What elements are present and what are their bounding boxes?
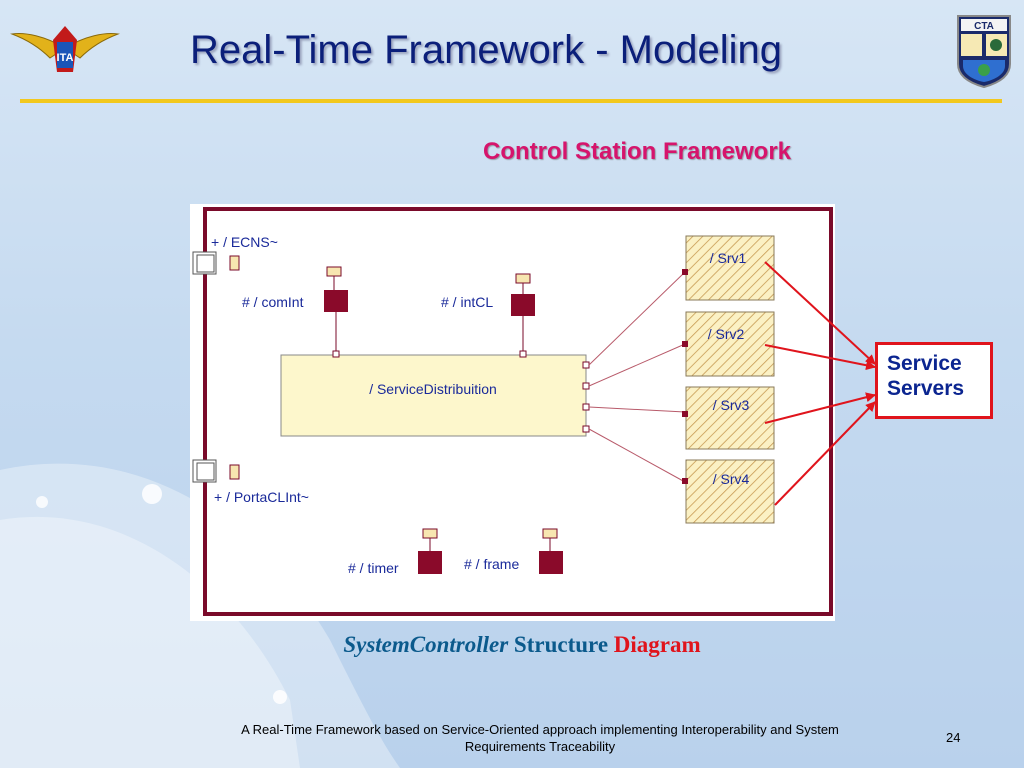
- caption-diagram: Diagram: [613, 632, 701, 657]
- capsule-frame: [203, 207, 833, 616]
- callout-line-2: Servers: [887, 377, 965, 400]
- port-ecns: + / ECNS~: [192, 234, 278, 275]
- port-frame: # / frame: [464, 528, 563, 574]
- port-timer: # / timer: [348, 528, 442, 576]
- port-ecns-label: + / ECNS~: [211, 234, 278, 250]
- server-srv4: / Srv4: [682, 459, 775, 524]
- svg-text:CTA: CTA: [974, 21, 994, 32]
- port-frame-label: # / frame: [464, 556, 519, 572]
- callout-line-1: Service: [887, 352, 962, 375]
- port-timer-label: # / timer: [348, 560, 399, 576]
- service-servers-callout: Service Servers: [875, 342, 993, 419]
- port-comint: # / comInt: [242, 266, 348, 353]
- slide-title: Real-Time Framework - Modeling: [190, 28, 782, 72]
- port-portacl-label: + / PortaCLInt~: [214, 489, 309, 505]
- server-srv1-label: / Srv1: [710, 250, 747, 266]
- page-number: 24: [946, 730, 961, 745]
- port-intcl: # / intCL: [441, 273, 535, 353]
- port-portacl: + / PortaCLInt~: [192, 459, 309, 505]
- ita-wings-logo: ITA: [10, 26, 120, 72]
- structure-diagram: + / ECNS~ + / PortaCLInt~ # / comInt # /…: [190, 204, 835, 621]
- part-servicedistribuition-label: / ServiceDistribuition: [369, 381, 497, 397]
- part-servicedistribuition: / ServiceDistribuition: [280, 350, 590, 437]
- diagram-caption: SystemController Structure Diagram: [0, 632, 1024, 658]
- slide-subtitle: Control Station Framework: [483, 138, 792, 165]
- cta-shield-logo: CTA: [957, 15, 1011, 88]
- server-srv1: / Srv1: [682, 235, 775, 301]
- server-srv2: / Srv2: [682, 311, 775, 377]
- server-srv3: / Srv3: [682, 386, 775, 450]
- slide-footer: A Real-Time Framework based on Service-O…: [241, 722, 839, 754]
- caption-structure: Structure: [513, 632, 609, 657]
- title-underline: [20, 99, 1002, 103]
- server-connectors: [588, 271, 686, 483]
- server-srv3-label: / Srv3: [713, 397, 750, 413]
- server-srv4-label: / Srv4: [713, 471, 750, 487]
- port-comint-label: # / comInt: [242, 294, 304, 310]
- caption-italic: SystemController: [343, 632, 509, 657]
- port-intcl-label: # / intCL: [441, 294, 493, 310]
- server-srv2-label: / Srv2: [708, 326, 745, 342]
- svg-text:ITA: ITA: [57, 52, 74, 64]
